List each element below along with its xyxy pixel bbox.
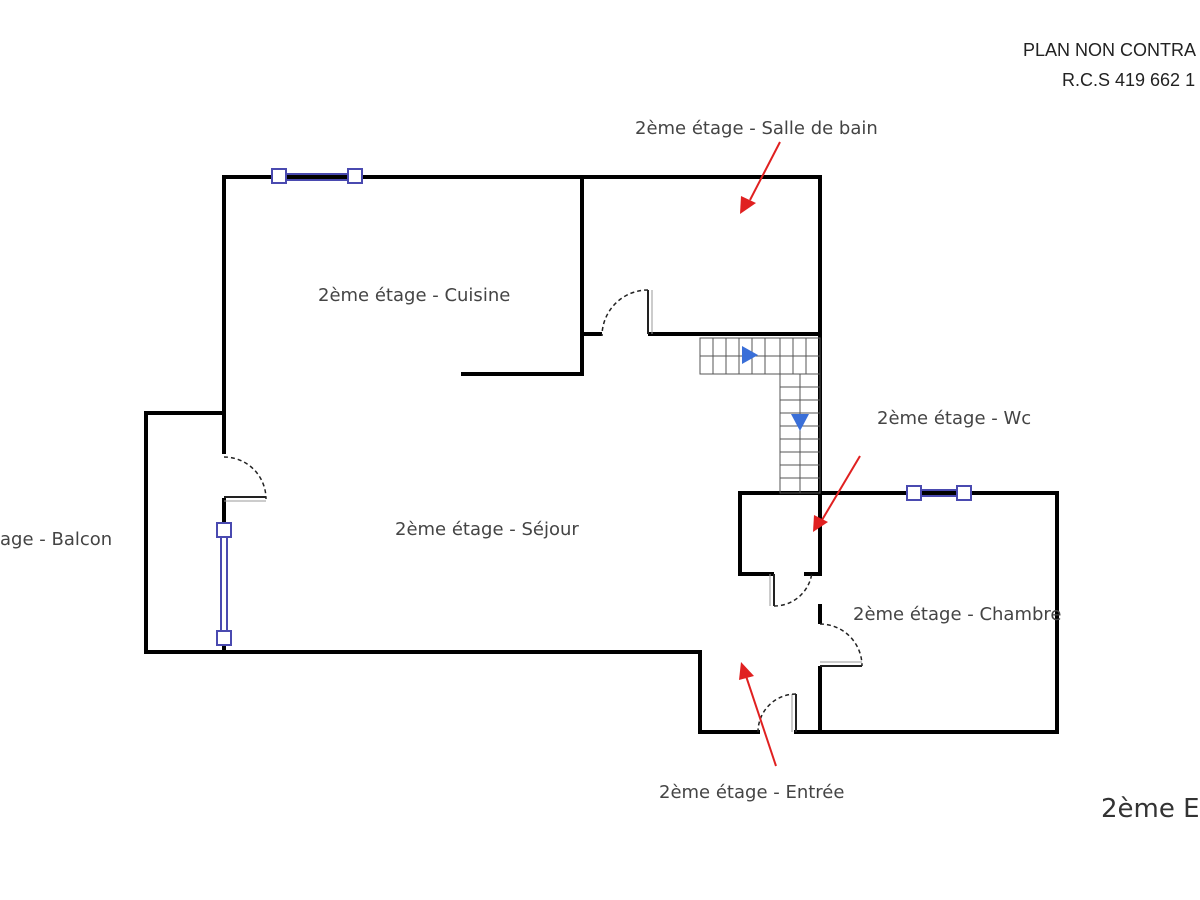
door-wc <box>769 571 813 607</box>
door-chambre <box>819 623 863 667</box>
door-entree <box>757 693 797 733</box>
red-arrow-icon <box>813 515 828 532</box>
pointer-entree <box>739 662 777 767</box>
window-sejour <box>216 522 232 646</box>
header-line-1: PLAN NON CONTRA <box>1023 40 1196 60</box>
pointer-wc <box>813 455 861 532</box>
red-arrow-icon <box>740 196 756 214</box>
floor-title: 2ème E <box>1101 794 1200 824</box>
room-label-wc: 2ème étage - Wc <box>877 408 1031 429</box>
walls <box>144 175 1059 734</box>
stair-down-arrow-icon <box>791 414 809 431</box>
room-label-chambre: 2ème étage - Chambre <box>853 604 1062 625</box>
pointer-salle-de-bain <box>740 141 781 214</box>
header-line-2: R.C.S 419 662 1 <box>1062 70 1195 90</box>
door-salle-de-bain <box>601 289 653 337</box>
room-label-entree: 2ème étage - Entrée <box>659 782 844 803</box>
room-label-cuisine: 2ème étage - Cuisine <box>318 285 510 306</box>
room-label-balcon: age - Balcon <box>0 529 112 550</box>
red-arrow-icon <box>739 662 754 680</box>
window-kitchen <box>271 168 363 184</box>
staircase <box>699 337 821 494</box>
stair-right-arrow-icon <box>742 346 758 364</box>
window-chambre <box>906 485 972 501</box>
room-label-salle-de-bain: 2ème étage - Salle de bain <box>635 118 878 139</box>
room-label-sejour: 2ème étage - Séjour <box>395 519 579 540</box>
door-balcon <box>223 456 267 502</box>
